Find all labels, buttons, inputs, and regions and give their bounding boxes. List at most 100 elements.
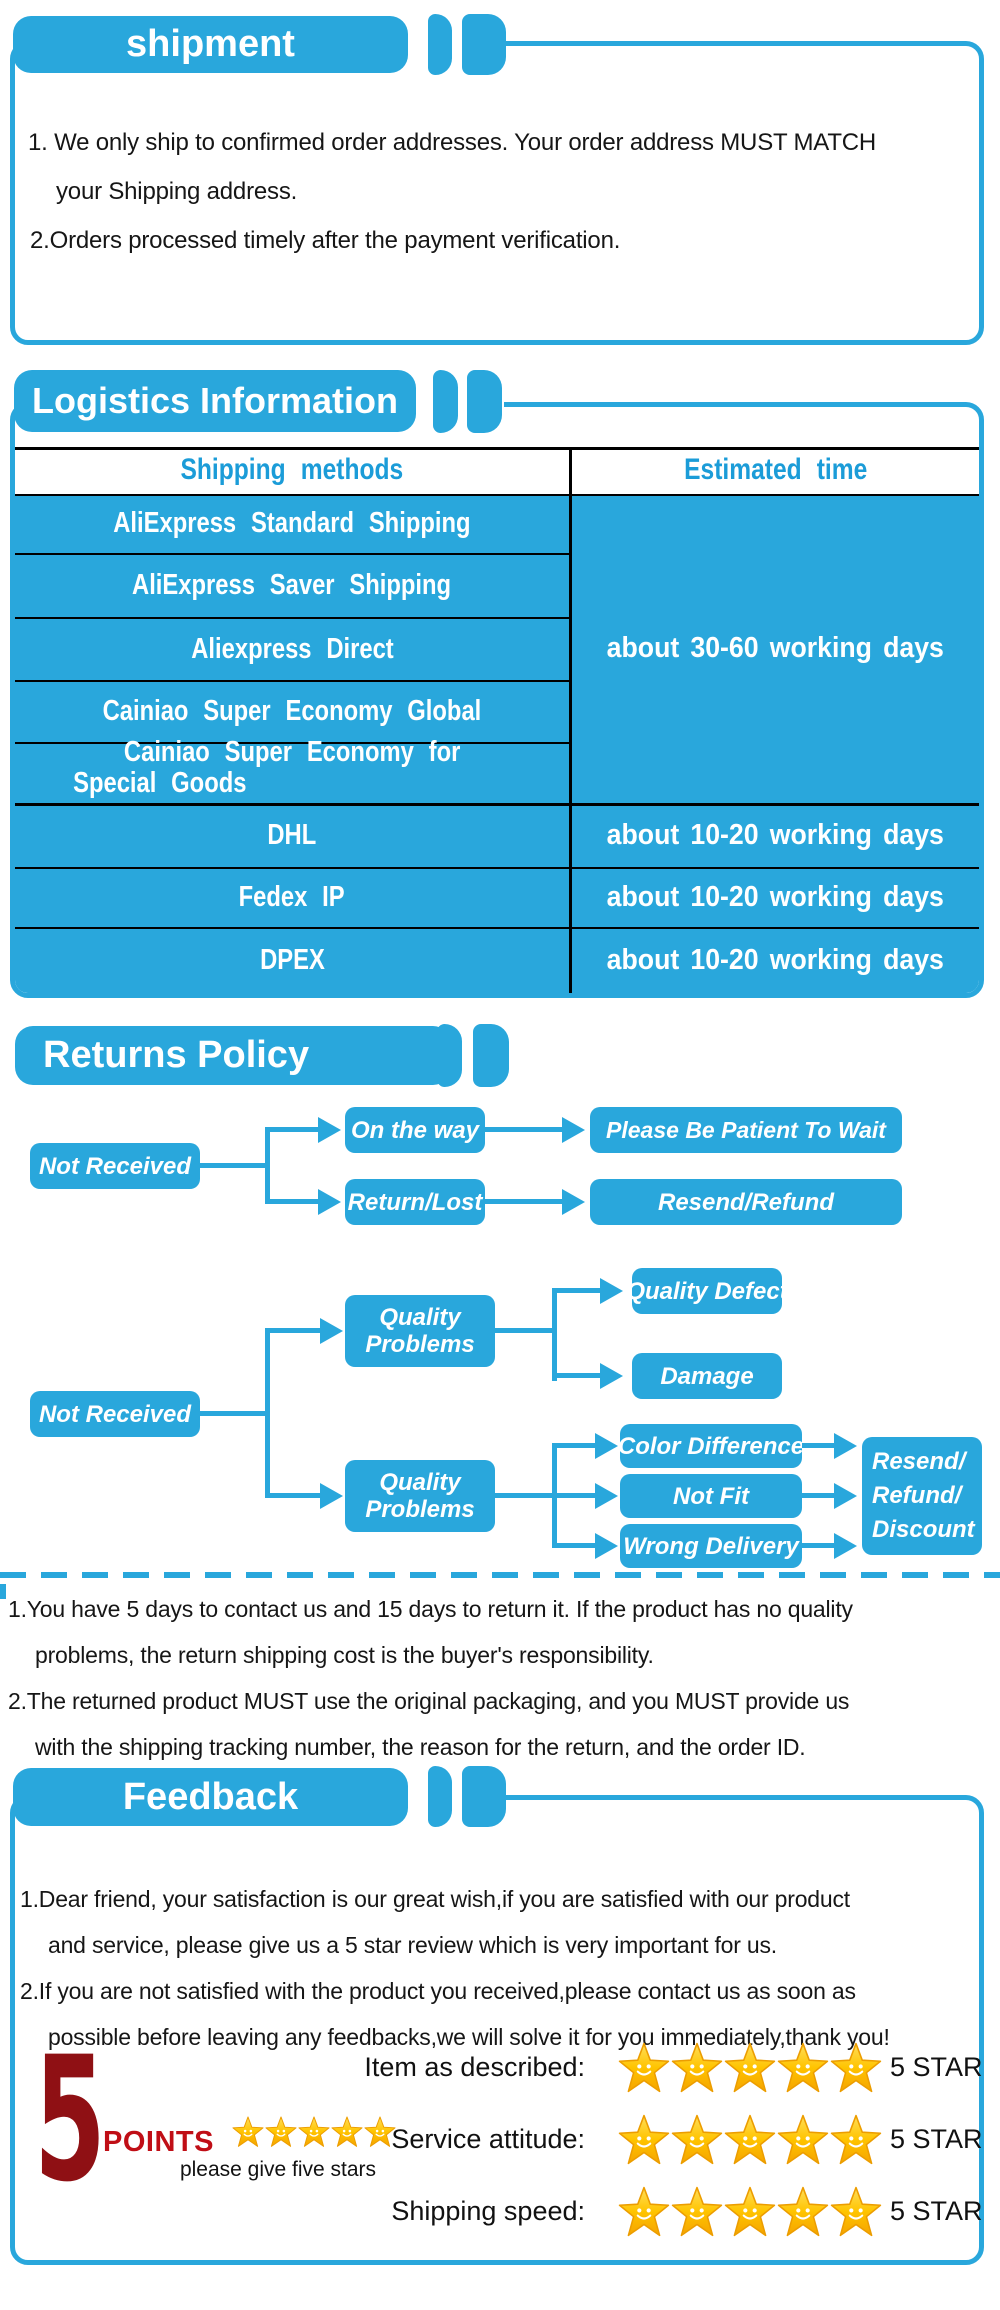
flow-label: Resend/Refund/Discount	[872, 1448, 975, 1543]
title-accent-bar-icon	[462, 1766, 506, 1827]
table-row-method: DPEX	[15, 942, 569, 978]
shipment-title-label: shipment	[126, 23, 295, 65]
flow-label: Quality Defect	[626, 1277, 788, 1305]
flow-connector	[265, 1493, 320, 1498]
flow-arrow-icon	[595, 1533, 618, 1559]
smiley-star-icon	[671, 2114, 723, 2166]
returns-note-line: 2.The returned product MUST use the orig…	[8, 1688, 850, 1714]
table-row-time: about 10-20 working days	[572, 817, 979, 853]
table-row-method: DHL	[15, 817, 569, 853]
smiley-star-icon	[724, 2042, 776, 2094]
flow-arrow-icon	[318, 1189, 341, 1215]
table-line	[15, 803, 979, 806]
title-accent-bar-icon	[428, 14, 452, 75]
rating-value: 5 STAR	[890, 2196, 983, 2226]
flow-arrow-icon	[834, 1483, 857, 1509]
table-row-method: Fedex IP	[15, 879, 569, 915]
flow-box-quality-defect: Quality Defect	[626, 1268, 788, 1314]
table-line	[15, 494, 979, 496]
method-label: Cainiao Super Economy Global	[102, 695, 482, 727]
flow-label: Damage	[660, 1362, 754, 1390]
flow-label: Wrong Delivery	[623, 1532, 799, 1560]
table-line	[15, 742, 569, 744]
flow-box-damage: Damage	[632, 1353, 782, 1399]
method-label: Aliexpress Direct	[190, 633, 394, 665]
table-line	[15, 867, 979, 869]
table-row-method: Cainiao Super Economy Global	[15, 693, 569, 729]
table-row-method: AliExpress Saver Shipping	[15, 567, 569, 603]
time-label: about 10-20 working days	[606, 881, 945, 913]
feedback-section-title: Feedback	[13, 1768, 408, 1826]
method-label: Fedex IP	[238, 881, 346, 913]
flow-connector	[552, 1443, 597, 1448]
flow-arrow-icon	[562, 1189, 585, 1215]
smiley-star-icon	[671, 2042, 723, 2094]
flow-box-not-received-1: Not Received	[30, 1143, 200, 1189]
table-line	[15, 447, 979, 450]
flow-arrow-icon	[834, 1433, 857, 1459]
rating-stars	[618, 2042, 882, 2094]
five-points-hint: please give five stars	[179, 2158, 377, 2181]
flow-box-not-fit: Not Fit	[620, 1474, 802, 1518]
method-label: DPEX	[259, 944, 325, 976]
table-merged-time: about 30-60 working days	[572, 630, 979, 666]
title-accent-bar-icon	[462, 14, 506, 75]
logistics-title-label: Logistics Information	[31, 380, 398, 421]
flow-arrow-icon	[562, 1117, 585, 1143]
flow-connector	[485, 1127, 562, 1132]
flow-connector	[802, 1493, 834, 1498]
flow-box-return-lost: Return/Lost	[345, 1179, 485, 1225]
shipment-note-line: your Shipping address.	[56, 178, 298, 205]
smiley-star-icon	[724, 2186, 776, 2238]
table-row-method: Aliexpress Direct	[15, 631, 569, 667]
flow-box-be-patient: Please Be Patient To Wait	[590, 1107, 902, 1153]
flow-label: Not Fit	[673, 1482, 749, 1510]
returns-note-line: 1.You have 5 days to contact us and 15 d…	[8, 1596, 853, 1622]
rating-label: Shipping speed:	[391, 2196, 585, 2226]
smiley-star-icon	[777, 2186, 829, 2238]
table-row-time: about 10-20 working days	[572, 879, 979, 915]
logistics-section-title: Logistics Information	[14, 370, 416, 432]
flow-connector	[265, 1328, 320, 1333]
table-line	[15, 553, 569, 555]
title-accent-bar-icon	[428, 1766, 452, 1827]
flow-box-wrong-delivery: Wrong Delivery	[620, 1524, 802, 1568]
flow-label: Return/Lost	[347, 1188, 483, 1216]
returns-note-line: problems, the return shipping cost is th…	[35, 1642, 654, 1668]
smiley-star-icon	[298, 2116, 330, 2148]
returns-note-line: with the shipping tracking number, the r…	[35, 1734, 806, 1760]
feedback-note-line: 1.Dear friend, your satisfaction is our …	[20, 1886, 850, 1912]
flow-arrow-icon	[318, 1117, 341, 1143]
flow-label: Please Be Patient To Wait	[606, 1116, 886, 1143]
flow-arrow-icon	[834, 1533, 857, 1559]
flow-box-color-difference: Color Difference	[617, 1424, 805, 1468]
table-header-time-label: Estimated time	[683, 453, 868, 486]
flow-connector	[265, 1328, 270, 1498]
table-header-time: Estimated time	[572, 452, 979, 488]
feedback-note-line: and service, please give us a 5 star rev…	[48, 1932, 777, 1958]
table-row-time: about 10-20 working days	[572, 942, 979, 978]
flow-connector	[495, 1328, 552, 1333]
flow-label: Color Difference	[617, 1432, 805, 1460]
time-label: about 10-20 working days	[606, 944, 945, 976]
flow-box-not-received-2: Not Received	[30, 1391, 200, 1437]
shipment-section-title: shipment	[13, 16, 408, 73]
flow-connector	[265, 1127, 318, 1132]
title-accent-bar-icon	[437, 1024, 462, 1087]
flow-connector	[802, 1443, 834, 1448]
flow-connector	[802, 1543, 834, 1548]
dashed-separator-tick	[0, 1584, 6, 1599]
returns-section-title: Returns Policy	[15, 1026, 451, 1085]
flow-connector	[200, 1163, 265, 1168]
flow-connector	[552, 1288, 557, 1381]
flow-connector	[485, 1199, 562, 1204]
shipment-note-line: 2.Orders processed timely after the paym…	[30, 227, 621, 254]
flow-connector	[552, 1543, 597, 1548]
flow-arrow-icon	[600, 1363, 623, 1389]
flow-arrow-icon	[600, 1278, 623, 1304]
table-header-methods: Shipping methods	[15, 452, 569, 488]
